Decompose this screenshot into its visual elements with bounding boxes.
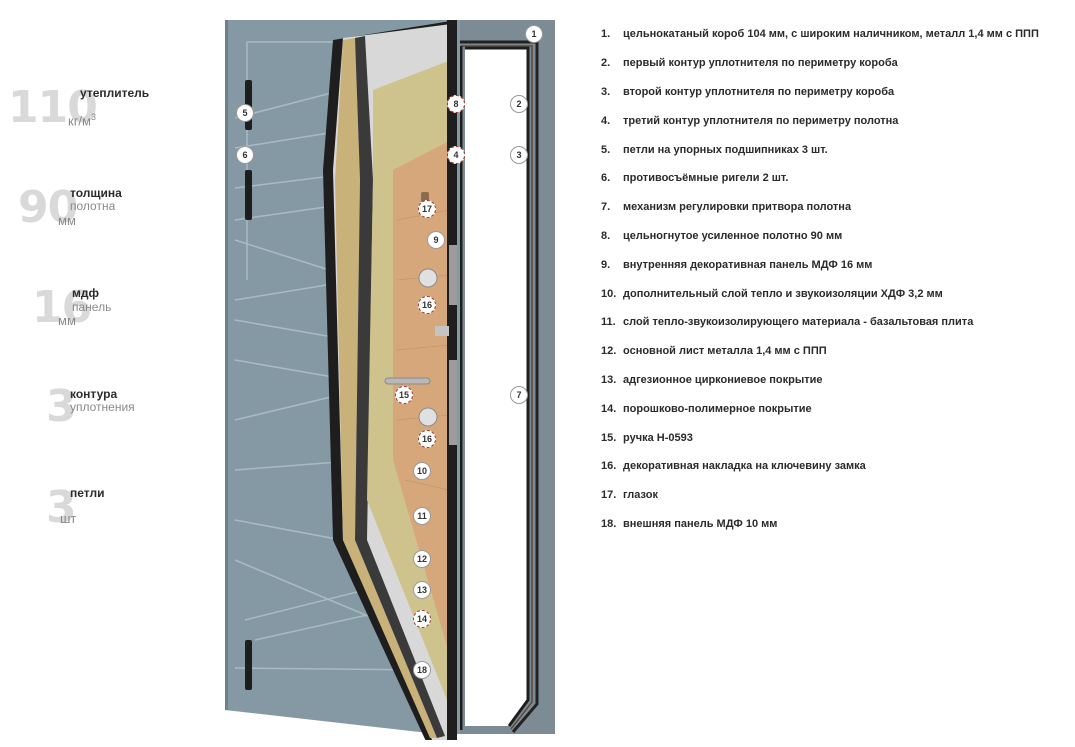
marker-15: 15 (395, 386, 413, 404)
marker-8: 8 (447, 95, 465, 113)
legend-item: 17.глазок (601, 489, 658, 502)
door-illustration: 1 2 3 8 4 5 6 17 9 16 15 16 7 10 11 12 1… (225, 20, 555, 747)
legend-text: цельнокатаный короб 104 мм, с широким на… (623, 28, 1039, 41)
spec-seals: 3 контура уплотнения (46, 385, 186, 445)
legend-text: внешняя панель МДФ 10 мм (623, 517, 778, 530)
marker-16b: 16 (418, 430, 436, 448)
legend-item: 11.слой тепло-звукоизолирующего материал… (601, 316, 974, 329)
marker-1: 1 (525, 25, 543, 43)
hinge-icon (245, 640, 252, 690)
spec-unit: мм (58, 213, 76, 228)
hinge-icon (245, 170, 252, 220)
legend-text: ручка Н-0593 (623, 431, 693, 444)
legend-text: глазок (623, 489, 658, 502)
marker-14: 14 (413, 610, 431, 628)
spec-unit-sup: 3 (90, 112, 96, 122)
door-cutaway-drawing (225, 20, 555, 747)
legend-text: петли на упорных подшипниках 3 шт. (623, 143, 828, 156)
spec-title: петли (70, 486, 105, 500)
spec-value: 90 (18, 182, 78, 233)
marker-7: 7 (510, 386, 528, 404)
legend-text: противосъёмные ригели 2 шт. (623, 172, 789, 185)
spec-mdf: 16 мдф панель мм (32, 286, 172, 346)
legend-text: второй контур уплотнителя по периметру к… (623, 85, 895, 98)
cylinder-icon (418, 268, 438, 288)
spec-insulation: 110 утеплитель кг/м3 (8, 82, 150, 146)
spec-subtitle: панель (72, 300, 112, 314)
legend-item: 2.первый контур уплотнителя по периметру… (601, 57, 898, 70)
legend-item: 5.петли на упорных подшипниках 3 шт. (601, 143, 828, 156)
legend-item: 12.основной лист металла 1,4 мм с ППП (601, 345, 827, 358)
spec-title: мдф (72, 286, 99, 300)
legend-item: 8.цельногнутое усиленное полотно 90 мм (601, 229, 843, 242)
marker-11: 11 (413, 507, 431, 525)
marker-18: 18 (413, 661, 431, 679)
spec-unit: кг/м3 (68, 112, 96, 129)
spec-value: 3 (46, 381, 77, 432)
marker-17: 17 (418, 200, 436, 218)
legend-text: первый контур уплотнителя по периметру к… (623, 57, 898, 70)
legend-text: внутренняя декоративная панель МДФ 16 мм (623, 258, 873, 271)
legend-text: порошково-полимерное покрытие (623, 402, 812, 415)
legend-text: слой тепло-звукоизолирующего материала -… (623, 316, 974, 329)
legend-item: 3.второй контур уплотнителя по периметру… (601, 85, 895, 98)
marker-12: 12 (413, 550, 431, 568)
legend-item: 1.цельнокатаный короб 104 мм, с широким … (601, 28, 1039, 41)
marker-16a: 16 (418, 296, 436, 314)
spec-subtitle: полотна (70, 199, 116, 213)
legend-text: адгезионное циркониевое покрытие (623, 373, 823, 386)
marker-9: 9 (427, 231, 445, 249)
spec-title: контура (70, 387, 118, 401)
spec-value: 110 (8, 82, 98, 133)
legend-text: третий контур уплотнителя по периметру п… (623, 114, 899, 127)
legend-item: 6.противосъёмные ригели 2 шт. (601, 172, 789, 185)
legend-text: основной лист металла 1,4 мм с ППП (623, 345, 827, 358)
upper-lock (449, 245, 457, 305)
legend-item: 14.порошково-полимерное покрытие (601, 402, 812, 415)
frame-opening (465, 48, 528, 726)
marker-4: 4 (447, 146, 465, 164)
legend-item: 9.внутренняя декоративная панель МДФ 16 … (601, 258, 873, 271)
spec-unit: мм (58, 313, 76, 328)
gold-strip-layer (335, 38, 437, 738)
legend-item: 16.декоративная накладка на ключевину за… (601, 460, 866, 473)
marker-10: 10 (413, 462, 431, 480)
legend-text: декоративная накладка на ключевину замка (623, 460, 866, 473)
marker-3: 3 (510, 146, 528, 164)
marker-2: 2 (510, 95, 528, 113)
legend-item: 7.механизм регулировки притвора полотна (601, 201, 852, 214)
spec-title: толщина (70, 186, 122, 200)
spec-value: 16 (32, 282, 92, 333)
mdf-panel-layer (393, 140, 451, 660)
lower-lock (449, 360, 457, 445)
marker-5: 5 (236, 104, 254, 122)
spec-subtitle: уплотнения (70, 400, 135, 414)
legend-item: 13.адгезионное циркониевое покрытие (601, 373, 823, 386)
spec-thickness: 90 толщина полотна мм (18, 186, 158, 246)
legend-item: 15.ручка Н-0593 (601, 431, 693, 444)
spec-title: утеплитель (80, 86, 150, 100)
legend-text: цельногнутое усиленное полотно 90 мм (623, 229, 843, 242)
legend-list: 1.цельнокатаный короб 104 мм, с широким … (601, 20, 1039, 538)
legend-item: 18.внешняя панель МДФ 10 мм (601, 517, 778, 530)
legend-text: механизм регулировки притвора полотна (623, 201, 852, 214)
marker-13: 13 (413, 581, 431, 599)
cylinder-icon (418, 407, 438, 427)
marker-6: 6 (236, 146, 254, 164)
legend-text: дополнительный слой тепло и звукоизоляци… (623, 287, 943, 300)
spec-unit: шт (60, 511, 77, 526)
handle-icon (384, 377, 431, 385)
legend-item: 4.третий контур уплотнителя по периметру… (601, 114, 899, 127)
spec-hinges: 3 петли шт (46, 486, 186, 546)
spec-value: 3 (46, 482, 77, 533)
legend-item: 10.дополнительный слой тепло и звукоизол… (601, 287, 943, 300)
